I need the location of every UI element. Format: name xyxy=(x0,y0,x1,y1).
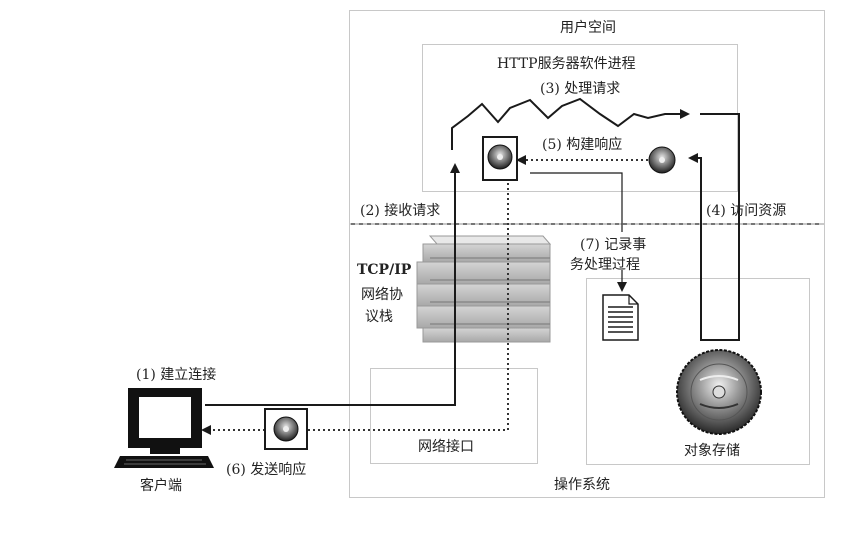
tcpip-label-line3: 议栈 xyxy=(365,309,393,325)
http-process-label: HTTP服务器软件进程 xyxy=(497,56,636,72)
tcpip-label-line2: 网络协 xyxy=(361,287,403,303)
processing-path xyxy=(451,97,690,150)
step-2-label: (2) 接收请求 xyxy=(360,203,441,219)
http-process-box xyxy=(422,44,738,192)
response-disc-icon xyxy=(482,136,518,181)
step-4-label: (4) 访问资源 xyxy=(706,203,787,219)
object-storage-label: 对象存储 xyxy=(684,443,740,459)
tcpip-label-line1: TCP/IP xyxy=(357,262,412,278)
resource-disc-icon xyxy=(648,146,676,174)
step-5-label: (5) 构建响应 xyxy=(542,137,623,153)
os-label: 操作系统 xyxy=(554,477,610,493)
step-6-label: (6) 发送响应 xyxy=(226,462,307,478)
network-interface-label: 网络接口 xyxy=(418,439,474,455)
user-space-label: 用户空间 xyxy=(560,20,616,36)
log-path xyxy=(530,172,623,232)
step-7-label-line2: 务处理过程 xyxy=(570,257,640,273)
log-document-icon xyxy=(602,294,639,341)
step-1-label: (1) 建立连接 xyxy=(136,367,217,383)
wire-response-disc-icon xyxy=(264,408,308,450)
tcpip-stack-graphic xyxy=(416,235,552,343)
object-storage-disc-icon xyxy=(676,349,762,435)
client-label: 客户端 xyxy=(140,478,182,494)
resource-access-path xyxy=(688,113,740,341)
request-path xyxy=(205,163,460,406)
step-7-label-line1: (7) 记录事 xyxy=(580,237,647,253)
object-storage-region xyxy=(586,278,810,465)
client-computer-icon xyxy=(114,388,214,468)
step-3-label: (3) 处理请求 xyxy=(540,81,621,97)
